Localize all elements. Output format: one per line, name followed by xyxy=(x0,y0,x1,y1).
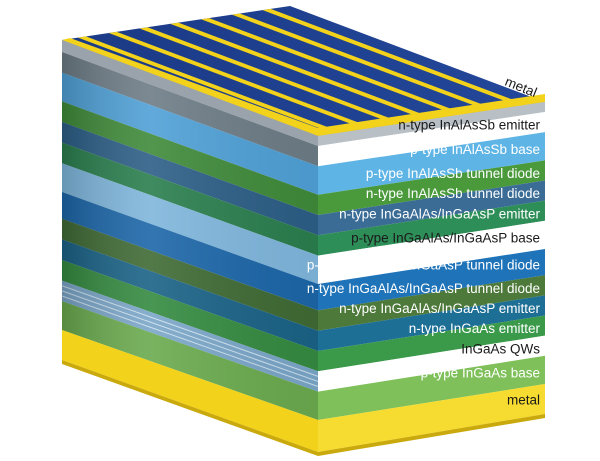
metal-finger xyxy=(77,36,342,134)
layer-right-emitter-mid xyxy=(318,200,545,256)
layer-right-base-top xyxy=(318,132,545,195)
layer-label-base-top: p-type InAlAsSb base xyxy=(410,142,540,157)
bottom-metal-label: metal xyxy=(507,393,540,408)
left-face-shading xyxy=(62,52,318,420)
right-face-layers xyxy=(318,112,545,420)
left-face-layers xyxy=(61,52,319,420)
layer-label-base-mid: p-type InGaAlAs/InGaAsP base xyxy=(351,230,540,245)
layer-label-emitter-mid: n-type InGaAlAs/InGaAsP emitter xyxy=(339,206,540,221)
metal-finger xyxy=(170,22,435,120)
layer-label-tunnel-1a: p-type InAlAsSb tunnel diode xyxy=(366,166,540,181)
metal-finger xyxy=(139,27,404,125)
layer-right-tunnel-1a xyxy=(318,160,545,216)
layer-label-tunnel-2a: p-type InGaAlAs/InGaAsP tunnel diode xyxy=(307,258,540,273)
metal-finger xyxy=(201,18,466,116)
layer-label-emitter-top: n-type InAlAsSb emitter xyxy=(398,118,540,133)
layer-right-emitter-ingaas xyxy=(318,315,545,372)
layer-right-base-mid xyxy=(318,220,545,285)
layer-right-tunnel-1b xyxy=(318,180,545,236)
layer-label-tunnel-2b: n-type InGaAlAs/InGaAsP tunnel diode xyxy=(307,281,540,296)
top-edge-right xyxy=(318,102,545,146)
layer-right-tunnel-2b xyxy=(318,275,545,331)
bottom-metal-right xyxy=(318,384,545,452)
top-edge xyxy=(62,40,318,146)
metal-finger xyxy=(262,8,527,107)
layer-right-emitter-bot xyxy=(318,295,545,351)
top-metal-fingers xyxy=(62,8,545,136)
layer-label-emitter-ingaas: n-type InGaAs emitter xyxy=(409,321,541,336)
layer-right-base-bot xyxy=(318,355,545,420)
metal-finger xyxy=(231,13,496,111)
bottom-metal-left xyxy=(62,330,318,452)
layer-right-qws xyxy=(318,335,545,392)
layer-label-qws: InGaAs QWs xyxy=(461,341,540,356)
layer-label-emitter-bot: n-type InGaAlAs/InGaAsP emitter xyxy=(339,301,540,316)
layer-labels: n-type InAlAsSb emitter p-type InAlAsSb b… xyxy=(307,118,541,381)
layer-right-emitter-top xyxy=(318,112,545,167)
layer-right-tunnel-2a xyxy=(318,249,545,311)
layer-label-base-bot: p-type InGaAs base xyxy=(421,365,540,380)
metal-finger xyxy=(108,31,373,130)
layer-label-tunnel-1b: n-type InAlAsSb tunnel diode xyxy=(366,186,540,201)
